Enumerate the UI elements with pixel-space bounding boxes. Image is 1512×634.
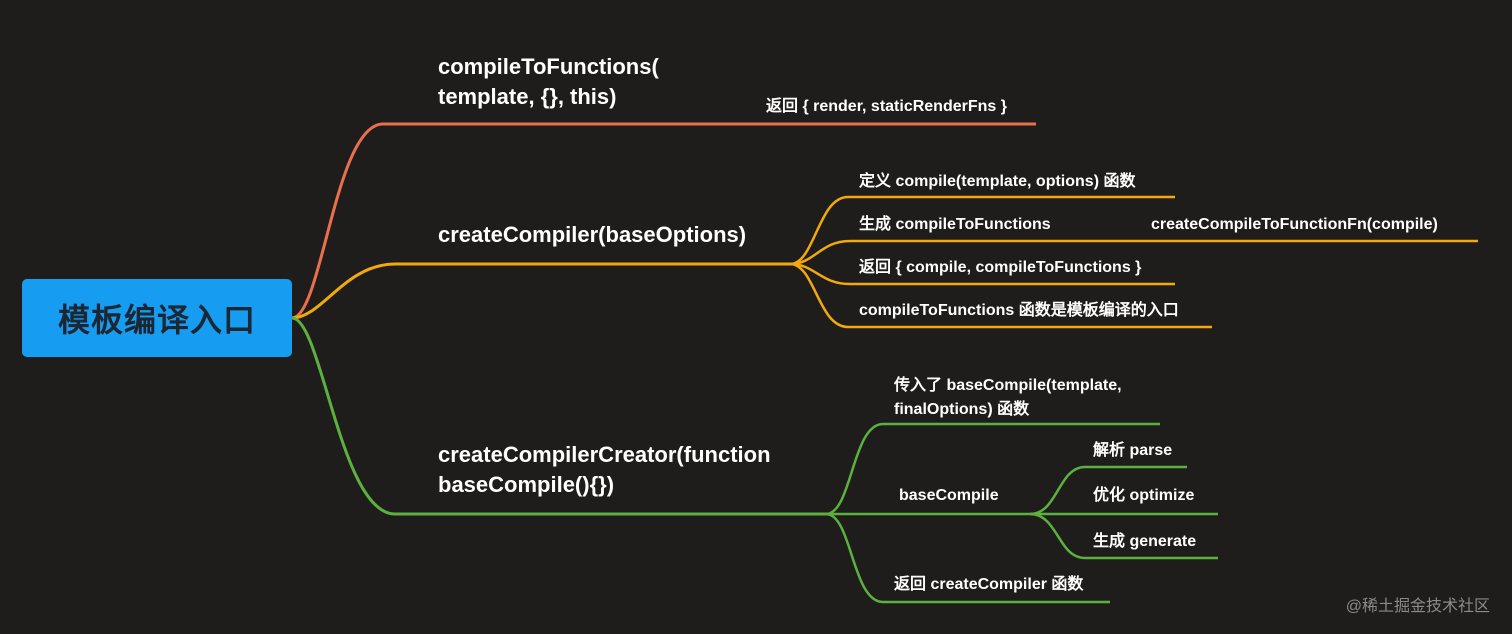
connector-b3-child3	[825, 512, 1110, 604]
connector-root-branch3	[291, 316, 826, 516]
node-base-compile[interactable]: baseCompile	[899, 487, 999, 504]
branch-label-line: compileToFunctions(	[438, 54, 659, 79]
node-pass-base-compile[interactable]: 传入了 baseCompile(template, finalOptions) …	[894, 374, 1122, 422]
connector-b2-child1	[789, 195, 1175, 266]
node-return-compile[interactable]: 返回 { compile, compileToFunctions }	[859, 259, 1142, 276]
node-parse[interactable]: 解析 parse	[1093, 442, 1173, 459]
node-entry-note[interactable]: compileToFunctions 函数是模板编译的入口	[859, 302, 1179, 319]
connector-b2-child3	[789, 262, 1175, 286]
node-define-compile[interactable]: 定义 compile(template, options) 函数	[859, 173, 1136, 190]
connector-bc-parse	[1029, 465, 1187, 516]
node-optimize[interactable]: 优化 optimize	[1093, 487, 1195, 504]
node-label-line: finalOptions) 函数	[894, 401, 1030, 418]
connector-root-branch2	[291, 262, 790, 320]
branch-label-line: createCompilerCreator(function	[438, 442, 771, 467]
branch-create-compiler-creator[interactable]: createCompilerCreator(function baseCompi…	[438, 440, 771, 500]
connector-b2-child2	[789, 239, 1478, 266]
branch-label-line: template, {}, this)	[438, 84, 617, 109]
branch-compile-to-functions[interactable]: compileToFunctions( template, {}, this)	[438, 52, 659, 112]
connector-b2-child4	[789, 262, 1212, 329]
root-node[interactable]: 模板编译入口	[22, 279, 292, 357]
branch-label-line: baseCompile(){})	[438, 472, 615, 497]
node-return-create-compiler[interactable]: 返回 createCompiler 函数	[894, 576, 1084, 593]
watermark: @稀土掘金技术社区	[1345, 598, 1490, 615]
node-generate[interactable]: 生成 generate	[1093, 533, 1197, 550]
branch-create-compiler[interactable]: createCompiler(baseOptions)	[438, 222, 747, 247]
connector-bc-generate	[1029, 512, 1218, 560]
node-return-render[interactable]: 返回 { render, staticRenderFns }	[766, 98, 1007, 115]
node-generate-compile-to-functions[interactable]: 生成 compileToFunctions	[859, 216, 1051, 233]
node-label-line: 传入了 baseCompile(template,	[894, 377, 1122, 394]
connector-b3-child1	[825, 422, 1160, 516]
connector-root-branch1	[291, 122, 1036, 320]
node-create-compile-to-function-fn[interactable]: createCompileToFunctionFn(compile)	[1151, 216, 1438, 233]
